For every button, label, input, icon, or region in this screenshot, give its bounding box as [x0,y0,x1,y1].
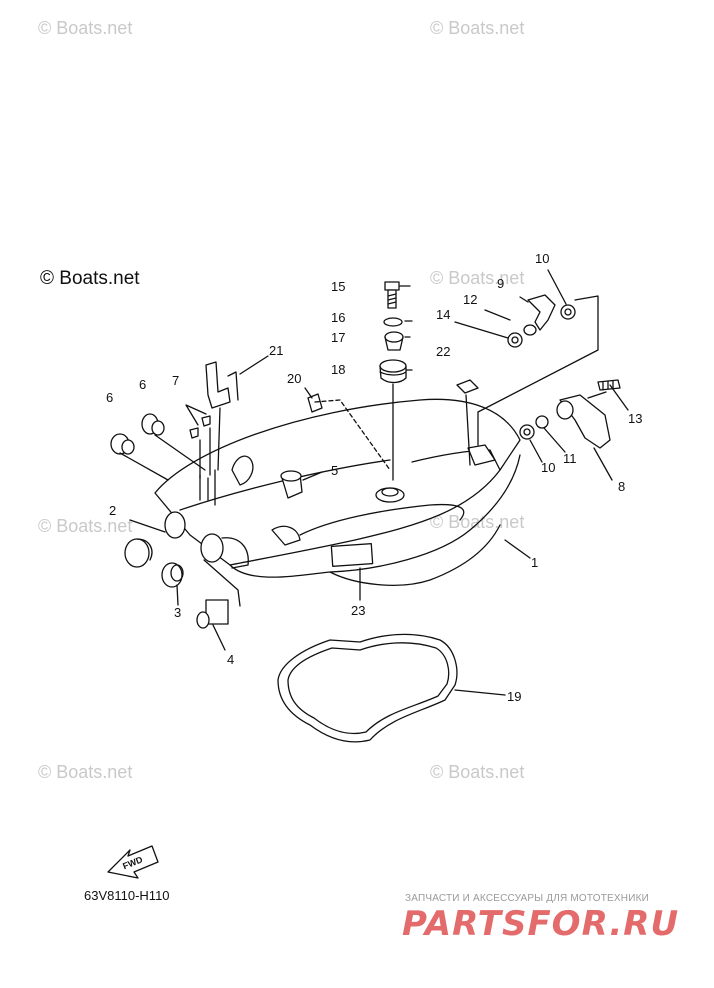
callout-21: 21 [269,343,283,358]
brand-tagline: ЗАПЧАСТИ И АКСЕССУАРЫ ДЛЯ МОТОТЕХНИКИ [405,893,650,904]
callout-8: 8 [618,479,625,494]
callout-2: 2 [109,503,116,518]
callout-20: 20 [287,371,301,386]
callout-6a: 6 [106,390,113,405]
callout-1: 1 [531,555,538,570]
washer-part [535,415,549,429]
nut-part [507,332,523,348]
callout-10a: 10 [535,251,549,266]
callout-5: 5 [331,463,338,478]
callout-18: 18 [331,362,345,377]
grommet-part [280,470,303,499]
callout-6b: 6 [139,377,146,392]
callout-10b: 10 [541,460,555,475]
grommet-part [161,562,184,588]
callout-17: 17 [331,330,345,345]
callout-labels: 1 2 3 4 5 6 6 7 8 9 10 10 11 12 13 14 15… [106,251,642,704]
callout-3: 3 [174,605,181,620]
watermark: © Boats.net [38,18,133,38]
callout-22: 22 [436,344,450,359]
bolt-part [307,393,323,413]
bottom-cowling-part [154,398,521,586]
leader-lines [119,269,629,696]
watermark: © Boats.net [430,762,525,782]
collar-part [384,331,404,351]
bracket-part [527,294,556,331]
forward-arrow-icon [107,845,159,879]
screw-part [189,415,211,439]
callout-23: 23 [351,603,365,618]
callout-7: 7 [172,373,179,388]
bracket-part [556,394,611,449]
callout-12: 12 [463,292,477,307]
callout-13: 13 [628,411,642,426]
label-plate-part [456,379,479,394]
watermark: © Boats.net [38,516,133,536]
callout-15: 15 [331,279,345,294]
callout-11: 11 [563,451,577,466]
seal-part [277,633,458,743]
bolt-part [597,379,621,391]
callout-16: 16 [331,310,345,325]
grommet-part [110,413,165,455]
washer-part [383,317,403,327]
bolt-part [384,281,400,309]
nut-part [519,424,535,440]
callout-9: 9 [497,276,504,291]
watermark: © Boats.net [40,268,140,289]
grommet-part [379,359,407,384]
watermark: © Boats.net [430,512,525,532]
watermark: © Boats.net [430,18,525,38]
brand-logo: PARTSFOR.RU [402,904,680,944]
bracket-part [205,361,239,409]
plug-part [124,538,153,568]
watermark: © Boats.net [38,762,133,782]
callout-4: 4 [227,652,234,667]
diagram-code: 63V8110-H110 [84,888,170,903]
nut-part [560,304,576,320]
fitting-part [196,599,229,629]
callout-19: 19 [507,689,521,704]
watermark: © Boats.net [430,268,525,288]
washer-part [523,324,537,336]
callout-14: 14 [436,307,450,322]
